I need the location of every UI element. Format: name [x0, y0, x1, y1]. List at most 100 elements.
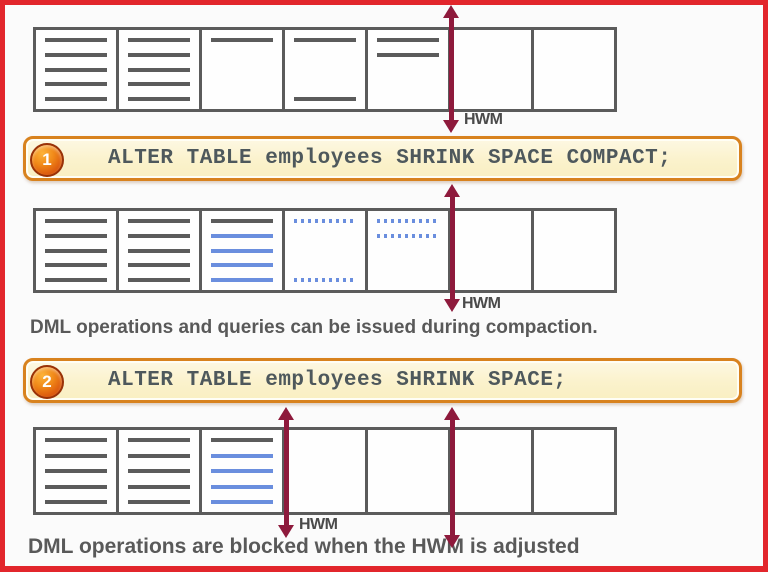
- data-row-line: [211, 38, 273, 42]
- data-block: [36, 30, 119, 109]
- hwm-label: HWM: [464, 111, 503, 128]
- step-1-command-band: 1 ALTER TABLE employees SHRINK SPACE COM…: [23, 136, 742, 181]
- arrowhead-down-icon: [443, 120, 459, 133]
- arrow-shaft: [449, 194, 455, 302]
- data-row-line: [128, 469, 190, 473]
- data-block: [534, 211, 614, 290]
- freed-row-line: [377, 233, 439, 238]
- compacted-row-line: [211, 484, 273, 489]
- data-row-line: [45, 97, 107, 101]
- compacted-row-line: [211, 263, 273, 268]
- data-row-line: [128, 67, 190, 72]
- compacted-row-line: [211, 233, 273, 238]
- hwm-label: HWM: [299, 516, 338, 533]
- data-row-line: [128, 97, 190, 101]
- data-row-line: [45, 248, 107, 253]
- data-row-line: [128, 500, 190, 504]
- data-row-line: [294, 38, 356, 42]
- data-row-line: [45, 52, 107, 57]
- data-block: [285, 211, 368, 290]
- hwm-arrow-adjusted: [278, 407, 294, 538]
- data-block: [119, 430, 202, 512]
- compacted-row-line: [211, 278, 273, 282]
- arrowhead-up-icon: [278, 407, 294, 420]
- data-block: [368, 30, 451, 109]
- data-row-line: [45, 500, 107, 504]
- data-row-line: [45, 38, 107, 42]
- hwm-label: HWM: [462, 295, 501, 312]
- data-block: [451, 211, 534, 290]
- freed-row-line: [377, 219, 439, 223]
- step-2-sql-text: ALTER TABLE employees SHRINK SPACE;: [108, 368, 567, 392]
- step-2-command-band: 2 ALTER TABLE employees SHRINK SPACE;: [23, 358, 742, 403]
- step-2-badge: 2: [30, 365, 64, 399]
- data-row-line: [45, 263, 107, 268]
- data-block: [36, 430, 119, 512]
- data-block: [368, 211, 451, 290]
- data-row-line: [211, 438, 273, 442]
- compacted-row-line: [211, 248, 273, 253]
- freed-row-line: [294, 219, 356, 223]
- hwm-arrow-initial: [443, 5, 459, 133]
- data-row-line: [45, 219, 107, 223]
- data-row-line: [294, 97, 356, 101]
- data-block: [368, 430, 451, 512]
- data-row-line: [45, 469, 107, 473]
- data-row-line: [128, 219, 190, 223]
- arrow-shaft: [449, 417, 455, 538]
- caption-hwm-adjusted: DML operations are blocked when the HWM …: [28, 535, 580, 558]
- arrowhead-up-icon: [444, 407, 460, 420]
- arrow-shaft: [283, 417, 289, 528]
- data-row-line: [45, 484, 107, 489]
- step-1-number: 1: [42, 150, 52, 169]
- data-row-line: [45, 438, 107, 442]
- data-row-line: [211, 219, 273, 223]
- data-block: [202, 430, 285, 512]
- data-row-line: [128, 484, 190, 489]
- arrowhead-down-icon: [278, 525, 294, 538]
- data-row-line: [128, 82, 190, 87]
- step-2-number: 2: [42, 372, 52, 391]
- data-row-line: [128, 38, 190, 42]
- data-block: [534, 30, 614, 109]
- arrowhead-down-icon: [444, 299, 460, 312]
- arrowhead-up-icon: [443, 5, 459, 18]
- freed-row-line: [294, 278, 356, 282]
- data-row-line: [128, 248, 190, 253]
- block-row-segment-before-shrink: [33, 27, 617, 112]
- arrowhead-down-icon: [444, 535, 460, 548]
- compacted-row-line: [211, 469, 273, 473]
- data-block: [534, 430, 614, 512]
- block-row-segment-after-shrink: [33, 427, 617, 515]
- data-row-line: [377, 38, 439, 42]
- data-row-line: [45, 67, 107, 72]
- data-block: [285, 30, 368, 109]
- data-block: [119, 30, 202, 109]
- step-1-badge: 1: [30, 143, 64, 177]
- data-row-line: [45, 82, 107, 87]
- data-row-line: [128, 438, 190, 442]
- data-row-line: [45, 453, 107, 458]
- data-row-line: [45, 233, 107, 238]
- caption-compaction: DML operations and queries can be issued…: [30, 317, 598, 338]
- data-block: [451, 430, 534, 512]
- data-row-line: [45, 278, 107, 282]
- data-block: [36, 211, 119, 290]
- data-block: [119, 211, 202, 290]
- hwm-arrow-compact: [444, 184, 460, 312]
- data-block: [202, 211, 285, 290]
- hwm-arrow-old-position: [444, 407, 460, 548]
- arrow-shaft: [448, 15, 454, 123]
- arrowhead-up-icon: [444, 184, 460, 197]
- data-block: [285, 430, 368, 512]
- data-row-line: [128, 233, 190, 238]
- data-block: [202, 30, 285, 109]
- data-row-line: [377, 52, 439, 57]
- data-row-line: [128, 278, 190, 282]
- compacted-row-line: [211, 500, 273, 504]
- block-row-segment-after-compact: [33, 208, 617, 293]
- compacted-row-line: [211, 453, 273, 458]
- data-block: [451, 30, 534, 109]
- data-row-line: [128, 453, 190, 458]
- data-row-line: [128, 263, 190, 268]
